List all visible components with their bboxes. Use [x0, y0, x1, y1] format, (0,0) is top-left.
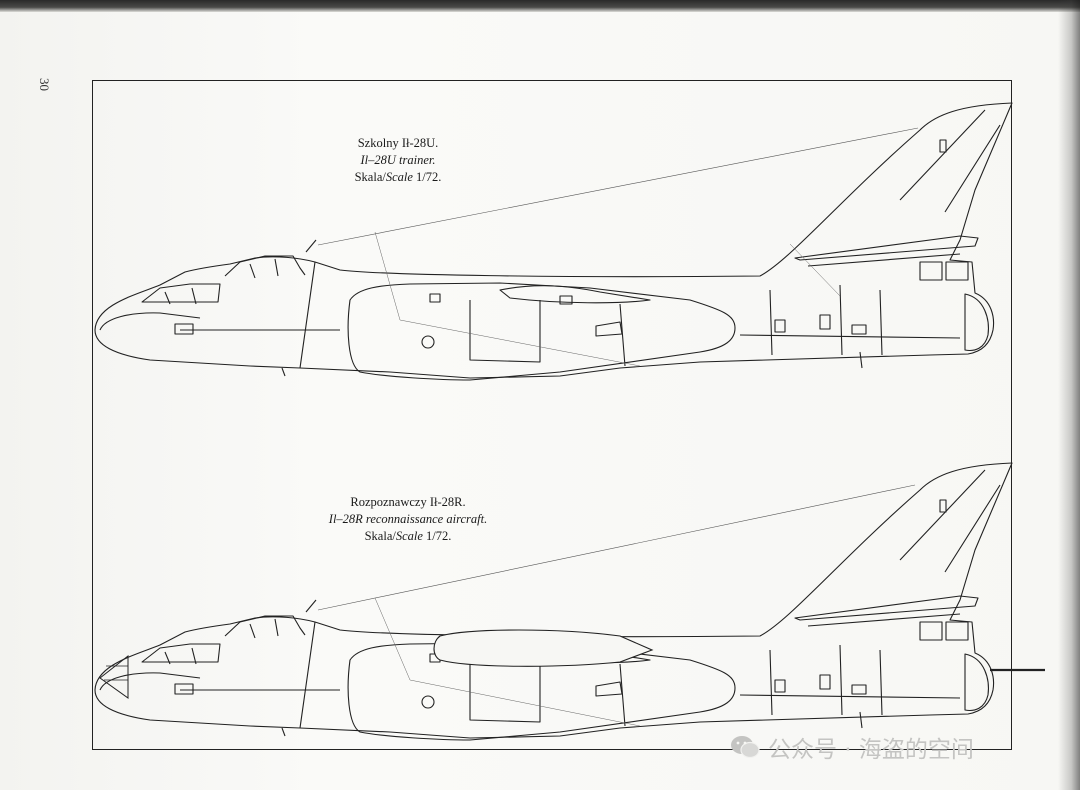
il28u-outline	[94, 102, 1013, 381]
caption-title-en: Il–28U trainer.	[360, 153, 436, 167]
il28r-side-view	[94, 462, 1045, 741]
wingtip-tank	[433, 629, 654, 667]
scan-top-edge	[0, 0, 1080, 12]
il28r-outline	[94, 462, 1013, 741]
construction-line	[374, 231, 641, 367]
wechat-icon	[731, 736, 760, 759]
caption-scale: Skala/Scale 1/72.	[354, 170, 442, 184]
caption-title-pl: Rozpoznawczy Ił-28R.	[350, 495, 466, 509]
watermark-text: 公众号 · 海盗的空间	[768, 737, 974, 763]
scan-binding-shadow	[1058, 0, 1080, 790]
caption-scale: Skala/Scale 1/72.	[364, 529, 452, 543]
construction-line	[317, 484, 916, 611]
construction-line	[317, 127, 919, 246]
caption-title-pl: Szkolny Ił-28U.	[357, 136, 439, 150]
caption-il28u: Szkolny Ił-28U. Il–28U trainer. Skala/Sc…	[268, 135, 528, 186]
il28u-side-view	[94, 102, 1013, 381]
caption-il28r: Rozpoznawczy Ił-28R. Il–28R reconnaissan…	[278, 494, 538, 545]
glazed-nose	[99, 654, 129, 699]
drawing-frame	[92, 80, 1012, 750]
watermark: 公众号 · 海盗的空间	[730, 730, 974, 764]
caption-title-en: Il–28R reconnaissance aircraft.	[328, 512, 488, 526]
construction-line	[789, 243, 841, 297]
construction-line	[374, 597, 641, 727]
nose-frames	[104, 665, 128, 681]
